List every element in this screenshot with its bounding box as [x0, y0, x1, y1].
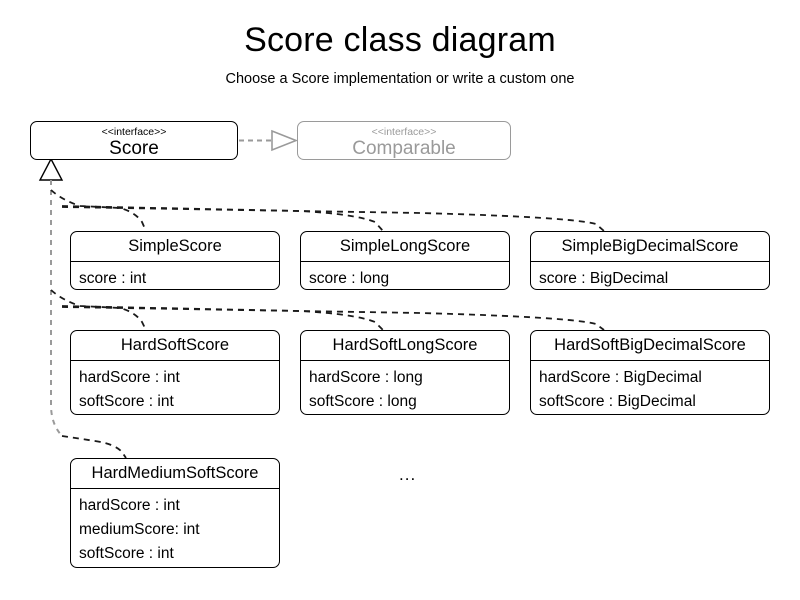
- interface-name-score: Score: [109, 137, 159, 159]
- realization-arrowhead-icon: [271, 129, 299, 152]
- branch-to-simple-big-decimal-score: [61, 206, 605, 232]
- generalization-trunk: [50, 180, 63, 437]
- attribute-line: hardScore : int: [79, 497, 180, 514]
- class-attributes: score : int: [71, 262, 279, 289]
- class-box-simple-score[interactable]: SimpleScore score : int: [70, 231, 280, 290]
- class-name: SimpleScore: [71, 232, 279, 262]
- branch-to-hard-soft-score: [50, 289, 147, 331]
- branch-to-hard-medium-soft-score: [61, 435, 127, 459]
- class-attributes: hardScore : long softScore : long: [301, 361, 509, 414]
- branch-to-hard-soft-big-decimal-score: [61, 306, 605, 331]
- class-box-hard-soft-long-score[interactable]: HardSoftLongScore hardScore : long softS…: [300, 330, 510, 415]
- attribute-line: hardScore : long: [309, 369, 423, 386]
- class-attributes: hardScore : BigDecimal softScore : BigDe…: [531, 361, 769, 414]
- class-name: HardSoftBigDecimalScore: [531, 331, 769, 361]
- stereotype-label: <<interface>>: [101, 125, 167, 138]
- attribute-line: softScore : int: [79, 545, 174, 562]
- attribute-line: softScore : BigDecimal: [539, 393, 696, 410]
- attribute-line: score : BigDecimal: [539, 270, 669, 287]
- page-subtitle: Choose a Score implementation or write a…: [225, 71, 575, 87]
- class-name: SimpleBigDecimalScore: [531, 232, 769, 262]
- attribute-line: score : long: [309, 270, 390, 287]
- branch-to-simple-score: [50, 189, 147, 232]
- attribute-line: softScore : int: [79, 393, 174, 410]
- interface-box-comparable[interactable]: <<interface>> Comparable: [297, 121, 511, 160]
- attribute-line: hardScore : BigDecimal: [539, 369, 702, 386]
- class-attributes: hardScore : int mediumScore: int softSco…: [71, 489, 279, 567]
- class-name: HardMediumSoftScore: [71, 459, 279, 489]
- class-attributes: hardScore : int softScore : int: [71, 361, 279, 414]
- class-box-simple-big-decimal-score[interactable]: SimpleBigDecimalScore score : BigDecimal: [530, 231, 770, 290]
- class-box-hard-soft-score[interactable]: HardSoftScore hardScore : int softScore …: [70, 330, 280, 415]
- branch-to-simple-long-score: [61, 205, 384, 232]
- interface-box-score[interactable]: <<interface>> Score: [30, 121, 238, 160]
- generalization-triangle-icon: [38, 157, 64, 181]
- class-box-hard-medium-soft-score[interactable]: HardMediumSoftScore hardScore : int medi…: [70, 458, 280, 568]
- class-name: HardSoftLongScore: [301, 331, 509, 361]
- class-attributes: score : BigDecimal: [531, 262, 769, 289]
- class-name: SimpleLongScore: [301, 232, 509, 262]
- attribute-line: score : int: [79, 270, 147, 287]
- more-classes-ellipsis: ...: [399, 465, 417, 484]
- page-title: Score class diagram: [244, 21, 556, 59]
- attribute-line: hardScore : int: [79, 369, 180, 386]
- stereotype-label: <<interface>>: [371, 125, 437, 138]
- attribute-line: softScore : long: [309, 393, 417, 410]
- class-name: HardSoftScore: [71, 331, 279, 361]
- attribute-line: mediumScore: int: [79, 521, 200, 538]
- class-box-simple-long-score[interactable]: SimpleLongScore score : long: [300, 231, 510, 290]
- class-box-hard-soft-big-decimal-score[interactable]: HardSoftBigDecimalScore hardScore : BigD…: [530, 330, 770, 415]
- branch-to-hard-soft-long-score: [61, 305, 384, 331]
- interface-name-comparable: Comparable: [352, 137, 456, 159]
- class-attributes: score : long: [301, 262, 509, 289]
